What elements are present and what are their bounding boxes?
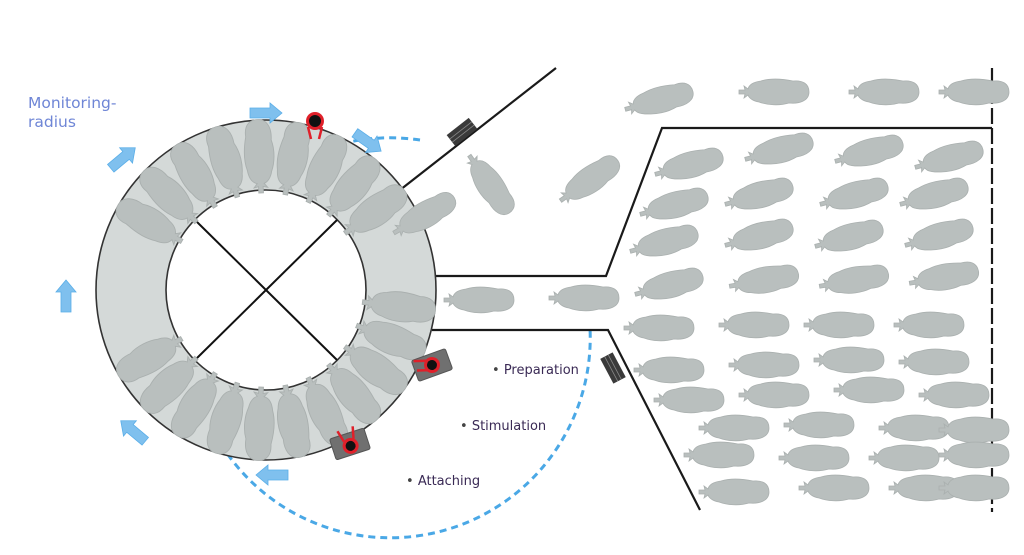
cow-icon [636,183,712,228]
cow-icon [726,260,802,300]
cow-icon [778,444,850,472]
cow-icon [718,311,790,339]
cow-icon [798,474,870,502]
cow-icon [938,416,1010,444]
cow-icon [621,78,697,123]
cow-icon [816,173,892,218]
cow-icon [738,381,810,409]
cow-icon [896,173,972,218]
monitoring-sensor-icon [306,112,324,140]
cow-icon [938,78,1010,106]
monitoring-radius-label: Monitoring- radius [28,94,116,132]
cow-icon [633,356,705,384]
cow-icon [906,257,982,297]
cow-icon [651,143,727,188]
cow-icon [458,147,521,221]
cow-icon [831,130,907,175]
cow-icon [848,78,920,106]
step-preparation: Preparation [492,363,579,378]
cow-icon [816,260,892,300]
cow-icon [443,286,515,314]
cow-icon [911,136,987,181]
cow-icon [938,441,1010,469]
arrow-icon [255,464,289,486]
cow-icon [868,444,940,472]
cow-icon [783,411,855,439]
cow-icon [901,214,977,259]
robot-stimulation-icon [328,426,372,461]
cow-icon [893,311,965,339]
arrow-icon [113,412,153,450]
cow-icon [728,351,800,379]
arrow-icon [55,279,77,313]
step-stimulation: Stimulation [460,419,546,434]
cow-icon [698,414,770,442]
gate-top [446,117,478,147]
cow-icon [721,173,797,218]
arrow-icon [103,139,143,177]
cow-icon [833,376,905,404]
cow-icon [813,346,885,374]
cow-icon [878,414,950,442]
cow-icon [918,381,990,409]
step-attaching: Attaching [406,474,480,489]
cow-icon [721,214,797,259]
cow-icon [698,478,770,506]
cow-icon [626,220,702,265]
waiting-area-cows [386,78,1010,506]
cow-icon [623,314,695,342]
monitoring-label-line1: Monitoring- [28,94,117,112]
cow-icon [631,263,707,308]
gate-bottom [600,352,626,384]
cow-icon [738,78,810,106]
monitoring-label-line2: radius [28,113,76,131]
robot-preparation-icon [410,348,454,382]
cow-icon [653,386,725,414]
cow-icon [548,284,620,312]
cow-icon [741,128,817,173]
cow-icon [811,215,887,260]
cow-icon [552,149,626,212]
cow-icon [803,311,875,339]
cow-icon [683,441,755,469]
cow-icon [898,348,970,376]
